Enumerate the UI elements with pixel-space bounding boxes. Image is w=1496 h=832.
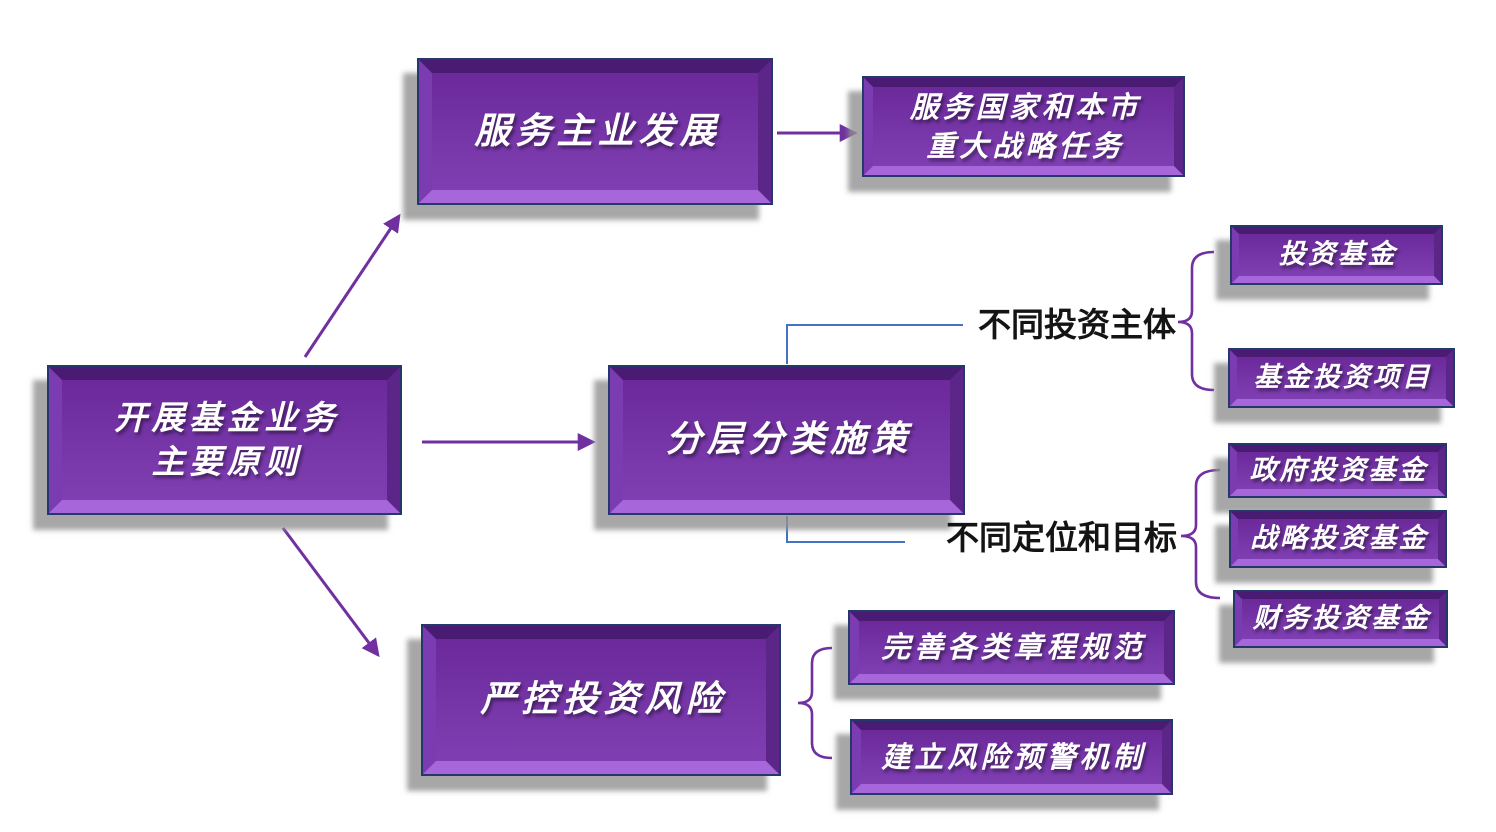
node-financial-fund-bevel: 财务投资基金 [1235,592,1446,646]
node-financial-fund: 财务投资基金 [1233,590,1448,648]
node-root-label-line1: 开展基金业务 [113,398,340,438]
node-root-bevel: 开展基金业务 主要原则 [49,367,400,513]
node-fund-invested-project: 基金投资项目 [1228,348,1455,408]
node-serve-strategy-label-line2: 重大战略任务 [926,128,1125,163]
node-serve-national-strategy: 服务国家和本市 重大战略任务 [862,76,1185,177]
branch-label-different-goals: 不同定位和目标 [946,518,1177,557]
brace-risk [797,646,833,760]
node-financial-fund-label: 财务投资基金 [1252,603,1431,635]
connector-layered-to-goals-label [786,516,905,543]
node-serve-strategy-label-line1: 服务国家和本市 [909,90,1142,125]
node-government-fund-label: 政府投资基金 [1249,454,1428,486]
node-investment-fund-label: 投资基金 [1278,239,1398,271]
node-serve-main-label: 服务主业发展 [474,109,721,152]
node-improve-charters-label: 完善各类章程规范 [881,630,1146,665]
node-government-fund-bevel: 政府投资基金 [1230,445,1445,496]
arrow-root-to-risk [281,527,380,658]
node-serve-main-business: 服务主业发展 [417,58,773,205]
node-serve-strategy-bevel: 服务国家和本市 重大战略任务 [864,78,1183,175]
node-layered-bevel: 分层分类施策 [610,367,963,513]
node-government-fund: 政府投资基金 [1228,443,1447,498]
connector-layered-to-investors-label [786,324,963,364]
node-investment-fund-bevel: 投资基金 [1232,227,1441,283]
node-fund-project-label: 基金投资项目 [1253,362,1432,394]
arrow-root-to-serve-main [303,213,401,358]
node-strategic-fund: 战略投资基金 [1229,510,1447,568]
node-risk-warning-mechanism: 建立风险预警机制 [850,719,1173,795]
node-serve-main-bevel: 服务主业发展 [419,60,771,203]
node-risk-bevel: 严控投资风险 [423,626,779,774]
node-risk-warning-bevel: 建立风险预警机制 [852,721,1171,793]
node-investment-fund: 投资基金 [1230,225,1443,285]
node-strategic-fund-bevel: 战略投资基金 [1231,512,1445,566]
node-layered-label: 分层分类施策 [665,418,913,461]
node-risk-warning-label: 建立风险预警机制 [881,739,1146,774]
node-root-principles: 开展基金业务 主要原则 [47,365,402,515]
node-fund-project-bevel: 基金投资项目 [1230,350,1453,406]
node-improve-charters-bevel: 完善各类章程规范 [850,612,1173,683]
branch-label-different-investors: 不同投资主体 [978,305,1176,344]
node-root-label-line2: 主要原则 [151,442,303,481]
node-improve-charters: 完善各类章程规范 [848,610,1175,685]
node-risk-control: 严控投资风险 [421,624,781,776]
brace-goals [1180,468,1221,600]
node-risk-label: 严控投资风险 [480,678,727,721]
brace-investors [1177,250,1215,392]
node-layered-classified-policy: 分层分类施策 [608,365,965,515]
node-strategic-fund-label: 战略投资基金 [1250,523,1429,555]
